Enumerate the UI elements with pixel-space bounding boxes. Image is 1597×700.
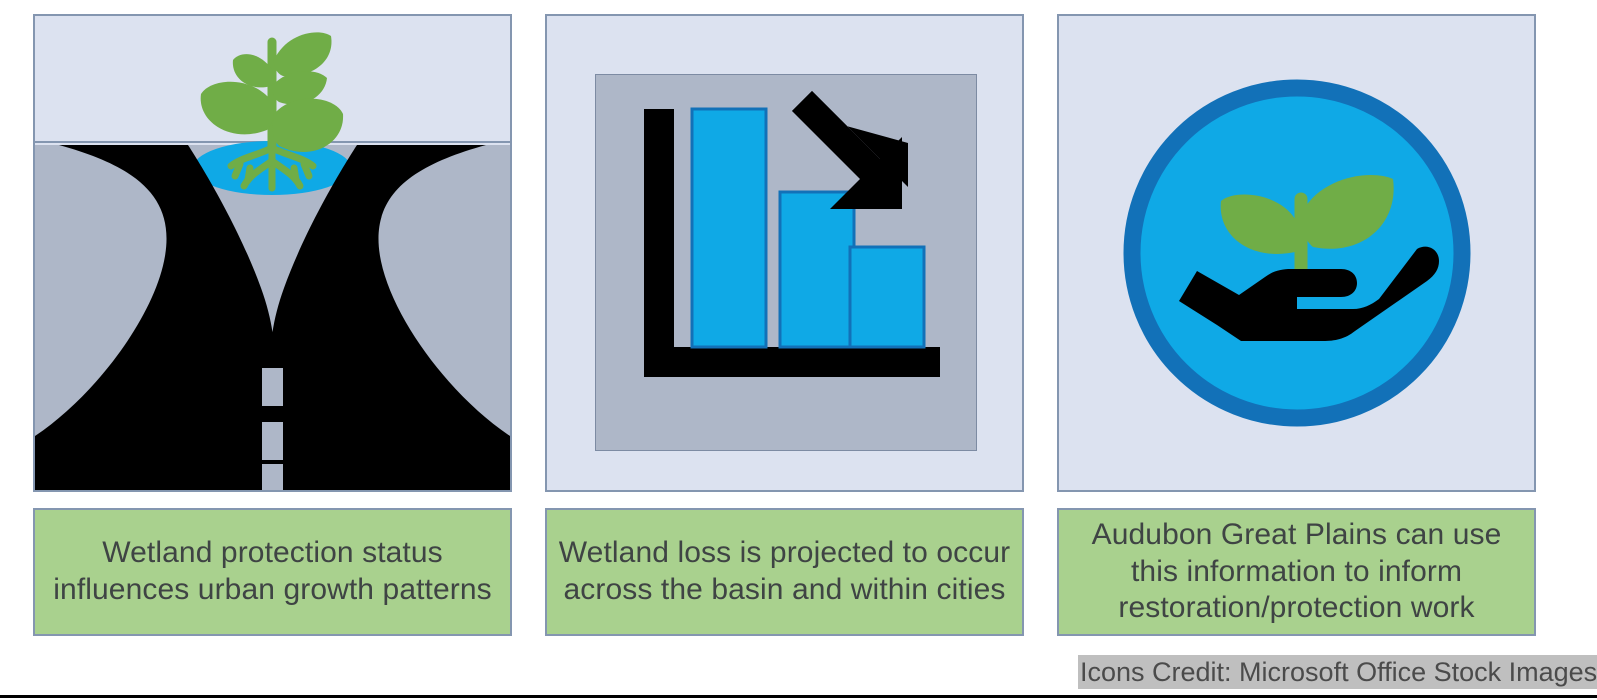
- plant-leaf-upper-left: [232, 54, 274, 88]
- chart-axis: [644, 109, 940, 377]
- chart-bar: [848, 245, 926, 349]
- plant-leaf-right-lower: [272, 98, 344, 152]
- panel-wetland-road: [33, 14, 512, 492]
- caption-wetland-loss: Wetland loss is projected to occur acros…: [545, 508, 1024, 636]
- plant-leaf-top-right: [273, 32, 332, 77]
- road-left-path: [35, 145, 275, 490]
- plant-roots: [227, 130, 317, 192]
- caption-text: Wetland loss is projected to occur acros…: [558, 536, 1011, 606]
- lane-marking: [262, 368, 283, 406]
- plant-leaf-mid-right: [272, 71, 327, 105]
- panel-restoration-action: [1057, 14, 1536, 492]
- chart-bar: [690, 107, 768, 349]
- caption-text: Audubon Great Plains can use this inform…: [1091, 518, 1502, 625]
- hand-holding-sprout-icon: [1059, 16, 1534, 490]
- hand-shape: [1178, 246, 1439, 341]
- panel-wetland-loss-chart: [545, 14, 1024, 492]
- chart-bar: [778, 190, 856, 349]
- bar-chart-graphic: [644, 91, 940, 377]
- sprout-leaf-left: [1220, 194, 1302, 254]
- sprout-leaf-right: [1300, 174, 1394, 249]
- lane-marking: [262, 464, 283, 490]
- hand-sprout-graphic: [1123, 79, 1470, 427]
- declining-bar-chart-icon: [595, 74, 977, 451]
- road-and-plant-graphic: [35, 32, 510, 490]
- icons-credit-text: Icons Credit: Microsoft Office Stock Ima…: [1078, 655, 1597, 689]
- caption-restoration-action: Audubon Great Plains can use this inform…: [1057, 508, 1536, 636]
- road-right-path: [270, 145, 510, 490]
- forked-road-with-wetland-plant-icon: [35, 16, 510, 490]
- bottom-divider: [0, 695, 1597, 698]
- plant-leaf-left: [200, 81, 274, 135]
- lane-marking: [262, 422, 283, 460]
- caption-wetland-road: Wetland protection status influences urb…: [33, 508, 512, 636]
- caption-text: Wetland protection status influences urb…: [53, 536, 492, 606]
- downward-trend-arrow-head: [830, 137, 902, 209]
